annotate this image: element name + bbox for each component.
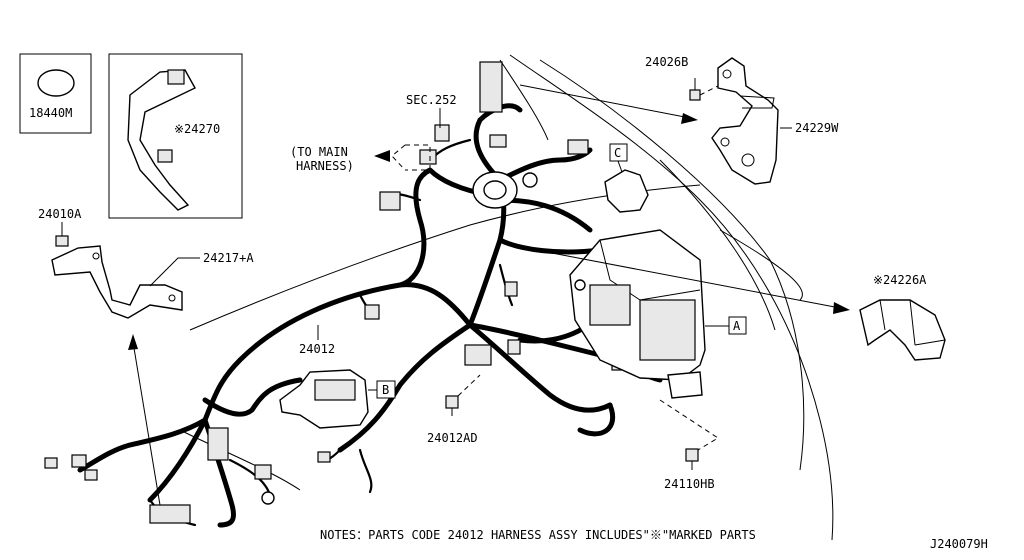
label-18440M: 18440M — [29, 106, 72, 120]
diagram-id: J240079H — [930, 537, 988, 551]
label-to-main-2: HARNESS) — [296, 159, 354, 173]
connector-c: C — [604, 143, 649, 213]
ref-b: B — [382, 383, 389, 397]
label-24270: ※24270 — [174, 122, 220, 136]
bracket-24217A: 24010A 24217+A — [38, 207, 254, 319]
arrow-to-bracket — [128, 334, 161, 506]
label-24229W: 24229W — [795, 121, 839, 135]
bolt-24012AD: 24012AD — [427, 344, 492, 445]
notes-text: NOTES：PARTS CODE 24012 HARNESS ASSY INCL… — [320, 528, 756, 542]
label-24010A: 24010A — [38, 207, 82, 221]
inset-24270: ※24270 — [108, 53, 243, 219]
bolt-24110HB: 24110HB — [659, 399, 719, 491]
label-sec252: SEC.252 — [406, 93, 457, 107]
fuse-box-a: A — [569, 229, 747, 399]
sec252-callout: SEC.252 (TO MAIN HARNESS) — [290, 93, 457, 173]
ref-c: C — [614, 146, 621, 160]
label-24012: 24012 — [299, 342, 335, 356]
harness-24012-label: 24012 — [299, 325, 335, 356]
label-24217A: 24217+A — [203, 251, 254, 265]
inset-18440M: 18440M — [19, 53, 92, 134]
bracket-24229W: 24026B 24229W — [519, 55, 839, 185]
label-24026B: 24026B — [645, 55, 688, 69]
label-to-main-1: (TO MAIN — [290, 145, 348, 159]
label-24012AD: 24012AD — [427, 431, 478, 445]
label-24226A: ※24226A — [873, 273, 927, 287]
relay-block-b: B — [279, 369, 396, 429]
ref-a: A — [733, 319, 741, 333]
label-24110HB: 24110HB — [664, 477, 715, 491]
bracket-24226A: ※24226A — [509, 244, 946, 361]
